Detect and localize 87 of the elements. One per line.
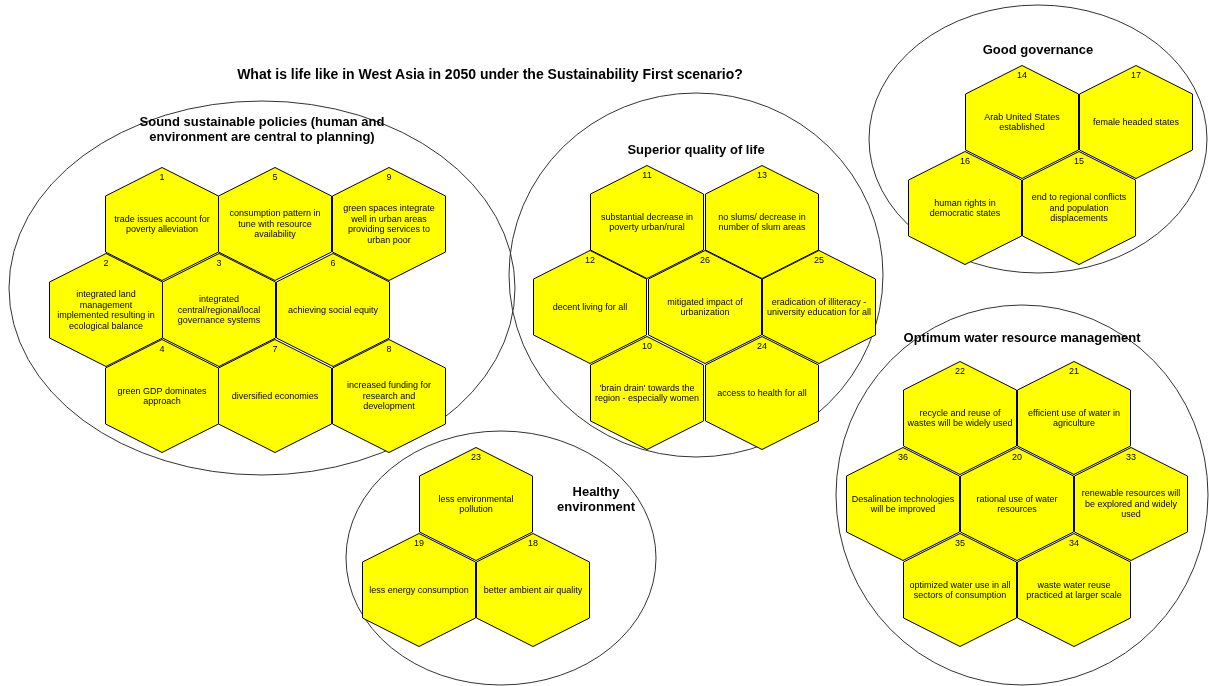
item-text: green GDP dominates approach (116, 385, 208, 407)
item-text: diversified economies (231, 390, 319, 402)
item-text: green spaces integrate well in urban areas providing services to urban poor (342, 203, 436, 245)
item-text: better ambient air quality (483, 584, 583, 596)
hexagon-tile (332, 167, 446, 281)
theme-title: Good governance (981, 42, 1095, 57)
item-number: 10 (641, 341, 653, 352)
item-text: achieving social equity (287, 304, 379, 316)
item-number: 23 (470, 452, 482, 463)
hexagon-tile (162, 253, 276, 367)
item-number: 17 (1130, 70, 1142, 81)
item-number: 18 (527, 538, 539, 549)
item-text: female headed states (1092, 116, 1180, 128)
item-number: 7 (271, 344, 279, 355)
item-text: eradication of illiteracy - university education for all (766, 296, 872, 318)
item-text: waste water reuse practiced at larger scale (1025, 579, 1123, 601)
item-text: integrated land management implemented resulting in ecological balance (56, 289, 156, 331)
theme-circle (508, 92, 884, 458)
item-number: 12 (584, 255, 596, 266)
hexagon-tile (1017, 533, 1131, 647)
item-text: substantial decrease in poverty urban/rural (599, 211, 695, 233)
item-text: less energy consumption (369, 584, 469, 596)
hexagon-tile (908, 151, 1022, 265)
item-text: end to regional conflicts and population displacements (1030, 192, 1128, 224)
item-text: access to health for all (717, 387, 807, 399)
item-number: 20 (1011, 452, 1023, 463)
theme-circle (868, 4, 1208, 274)
item-number: 16 (959, 156, 971, 167)
hexagon-tile (362, 533, 476, 647)
item-text: efficient use of water in agriculture (1027, 407, 1121, 429)
item-number: 6 (329, 258, 337, 269)
item-number: 19 (413, 538, 425, 549)
item-number: 15 (1073, 156, 1085, 167)
theme-title: Sound sustainable policies (human and environment are central to planning) (138, 114, 386, 144)
item-number: 13 (756, 170, 768, 181)
page-title: What is life like in West Asia in 2050 under the Sustainability First scenario? (236, 66, 744, 83)
theme-title: Optimum water resource management (902, 330, 1142, 345)
item-number: 36 (897, 452, 909, 463)
hexagon-tile (705, 336, 819, 450)
hexagon-tile (903, 533, 1017, 647)
item-text: trade issues account for poverty alleviation (113, 213, 211, 235)
item-number: 8 (385, 344, 393, 355)
hexagon-tile (332, 339, 446, 453)
item-text: Desalination technologies will be improved (850, 493, 956, 515)
hexagon-tile (590, 336, 704, 450)
item-text: mitigated impact of urbanization (666, 296, 744, 318)
item-number: 2 (102, 258, 110, 269)
item-number: 35 (954, 538, 966, 549)
hexagon-tile (105, 339, 219, 453)
item-text: rational use of water resources (975, 493, 1059, 515)
item-text: integrated central/regional/local governance systems (176, 294, 262, 326)
item-number: 4 (158, 344, 166, 355)
item-number: 25 (813, 255, 825, 266)
item-text: human rights in democratic states (928, 197, 1002, 219)
item-number: 21 (1068, 366, 1080, 377)
item-text: decent living for all (552, 301, 628, 313)
item-text: no slums/ decrease in number of slum areas (717, 211, 807, 233)
item-number: 3 (215, 258, 223, 269)
item-text: recycle and reuse of wastes will be widely used (907, 407, 1013, 429)
item-text: 'brain drain' towards the region - especially women (594, 382, 700, 404)
theme-circle (8, 100, 516, 476)
item-number: 9 (385, 172, 393, 183)
item-text: renewable resources will be explored and widely used (1080, 488, 1182, 520)
item-number: 33 (1125, 452, 1137, 463)
item-number: 1 (158, 172, 166, 183)
item-text: optimized water use in all sectors of consumption (908, 579, 1012, 601)
item-number: 22 (954, 366, 966, 377)
item-text: increased funding for research and development (345, 380, 433, 412)
item-number: 24 (756, 341, 768, 352)
theme-title: Healthy environment (556, 484, 636, 514)
item-text: Arab United States established (983, 111, 1061, 133)
item-number: 5 (271, 172, 279, 183)
hexagon-tile (49, 253, 163, 367)
item-number: 11 (641, 170, 653, 181)
hexagon-tile (476, 533, 590, 647)
hexagon-tile (218, 339, 332, 453)
item-text: consumption pattern in tune with resource availability (228, 208, 322, 240)
hexagon-tile (1022, 151, 1136, 265)
hexagon-tile (105, 167, 219, 281)
theme-circle (345, 430, 657, 686)
item-number: 14 (1016, 70, 1028, 81)
item-number: 26 (699, 255, 711, 266)
item-text: less environmental pollution (437, 493, 515, 515)
hexagon-tile (218, 167, 332, 281)
theme-title: Superior quality of life (626, 142, 766, 157)
hexagon-tile (276, 253, 390, 367)
item-number: 34 (1068, 538, 1080, 549)
